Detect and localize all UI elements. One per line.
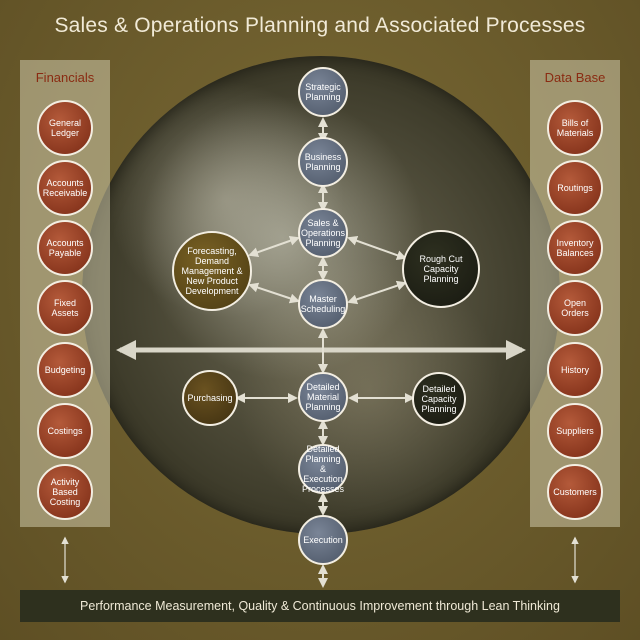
node-master-scheduling: Master Scheduling xyxy=(298,279,348,329)
database-title: Data Base xyxy=(544,70,606,85)
node-accounts-receivable: Accounts Receivable xyxy=(37,160,93,216)
link-forecast-master xyxy=(248,282,300,304)
node-activity-based-costing: Activity Based Costing xyxy=(37,464,93,520)
node-open-orders: Open Orders xyxy=(547,280,603,336)
link-sop-rough xyxy=(347,235,407,261)
financials-title: Financials xyxy=(35,70,95,85)
node-routings: Routings xyxy=(547,160,603,216)
node-execution: Execution xyxy=(298,515,348,565)
node-bills-of-materials: Bills of Materials xyxy=(547,100,603,156)
node-detailed-planning-execution: Detailed Planning & Execution Processes xyxy=(298,444,348,494)
node-costings: Costings xyxy=(37,403,93,459)
node-history: History xyxy=(547,342,603,398)
node-accounts-payable: Accounts Payable xyxy=(37,220,93,276)
node-general-ledger: General Ledger xyxy=(37,100,93,156)
node-suppliers: Suppliers xyxy=(547,403,603,459)
page-title: Sales & Operations Planning and Associat… xyxy=(54,14,586,37)
node-inventory-balances: Inventory Balances xyxy=(547,220,603,276)
footer-banner: Performance Measurement, Quality & Conti… xyxy=(20,590,620,622)
node-purchasing: Purchasing xyxy=(182,370,238,426)
link-forecast-sop xyxy=(248,235,300,258)
node-customers: Customers xyxy=(547,464,603,520)
node-detailed-material-planning: Detailed Material Planning xyxy=(298,372,348,422)
node-detailed-capacity-planning: Detailed Capacity Planning xyxy=(412,372,466,426)
node-business-planning: Business Planning xyxy=(298,137,348,187)
node-sales-operations-planning: Sales & Operations Planning xyxy=(298,208,348,258)
node-forecasting-demand: Forecasting, Demand Management & New Pro… xyxy=(172,231,252,311)
node-strategic-planning: Strategic Planning xyxy=(298,67,348,117)
node-budgeting: Budgeting xyxy=(37,342,93,398)
link-master-rough xyxy=(347,280,407,305)
node-fixed-assets: Fixed Assets xyxy=(37,280,93,336)
node-rough-cut-capacity: Rough Cut Capacity Planning xyxy=(402,230,480,308)
